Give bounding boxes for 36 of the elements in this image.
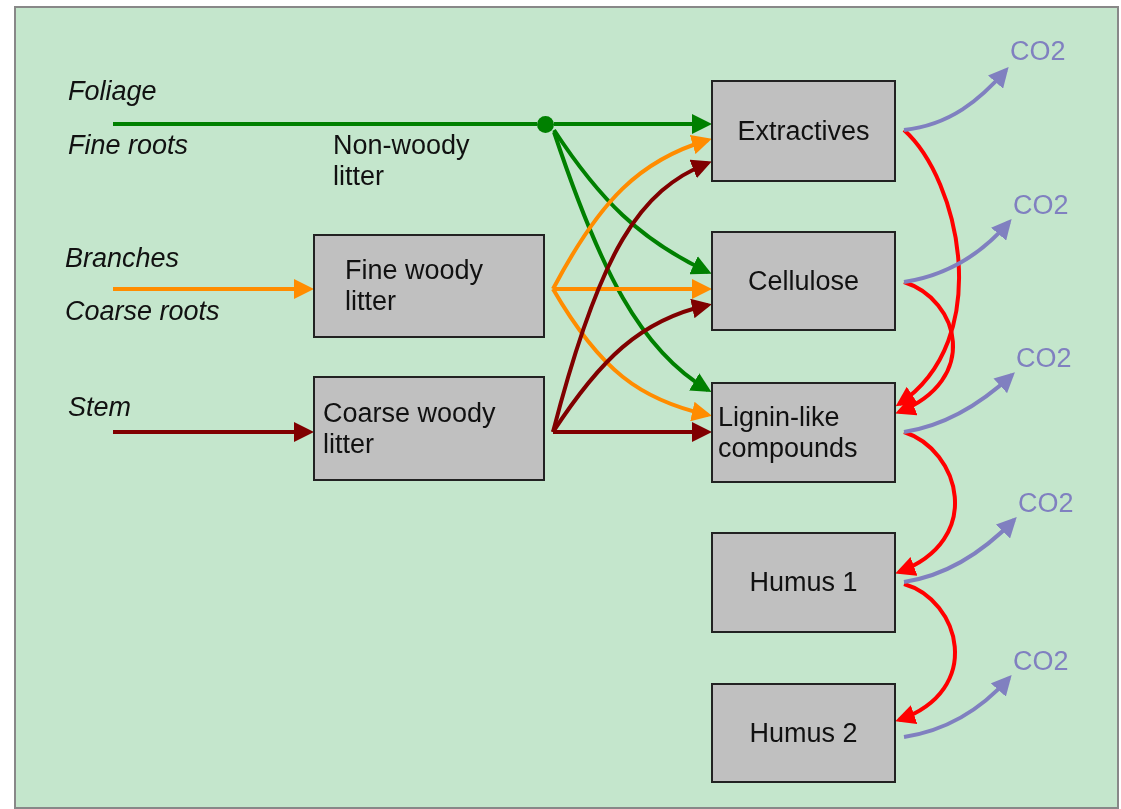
pool-box: Fine woody litter (313, 234, 545, 338)
flow-label: Non-woody litter (333, 130, 471, 192)
arrow (903, 372, 1015, 434)
arrow (903, 517, 1017, 584)
pool-box: Coarse woody litter (313, 376, 545, 481)
pool-box: Humus 2 (711, 683, 896, 783)
output-label: CO2 (1013, 190, 1085, 224)
arrow (551, 299, 712, 434)
pool-box: Cellulose (711, 231, 896, 331)
output-label: CO2 (1010, 36, 1082, 70)
arrow (551, 160, 712, 433)
arrow (903, 675, 1012, 739)
pool-box: Lignin-like compounds (711, 382, 896, 483)
input-label: Coarse roots (65, 296, 220, 327)
input-label: Fine roots (68, 130, 189, 161)
arrow (895, 430, 957, 575)
arrow (552, 131, 712, 393)
pool-box: Humus 1 (711, 532, 896, 633)
input-label: Foliage (68, 76, 157, 107)
arrow (553, 279, 712, 299)
arrow (903, 67, 1009, 132)
arrow (895, 280, 955, 414)
arrow (553, 422, 712, 442)
output-label: CO2 (1018, 488, 1090, 522)
arrow (551, 287, 712, 421)
arrow (895, 128, 961, 407)
arrow (113, 279, 314, 299)
arrow (554, 114, 712, 134)
output-label: CO2 (1016, 343, 1088, 377)
output-label: CO2 (1013, 646, 1085, 680)
arrow (113, 422, 314, 442)
input-label: Branches (65, 243, 180, 274)
arrow (903, 219, 1012, 284)
pool-box: Extractives (711, 80, 896, 182)
input-label: Stem (68, 392, 132, 423)
arrow (895, 582, 957, 723)
